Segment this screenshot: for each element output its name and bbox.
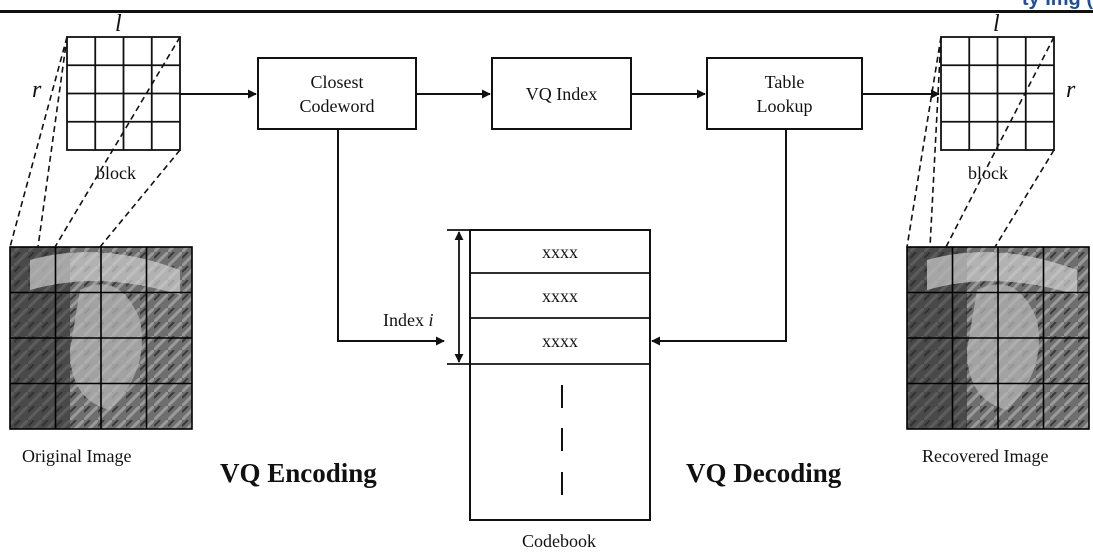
original-image-label: Original Image	[22, 446, 132, 466]
proj-right-1	[906, 36, 942, 248]
index-label: Index i	[383, 311, 434, 329]
block-left-dim-l: l	[115, 11, 122, 37]
table-lookup-label: Table Lookup	[707, 58, 862, 129]
proj-left-2	[37, 36, 68, 248]
codebook-entry-2-text: xxxx	[542, 285, 578, 306]
header-rule	[0, 10, 1093, 13]
original-image-grid	[9, 246, 193, 430]
right-projection-lines	[906, 36, 1055, 248]
proj-right-2	[929, 36, 942, 248]
proj-right-4	[994, 149, 1055, 248]
original-image-hat	[30, 252, 180, 295]
codebook-box	[469, 229, 651, 521]
recovered-image-grid	[906, 246, 1090, 430]
arrow-lookup-to-codebook	[651, 129, 787, 346]
arrow-closest-to-codebook	[337, 129, 445, 346]
header-right-text: ty Img (	[1022, 0, 1093, 11]
vq-decoding-title: VQ Decoding	[686, 458, 842, 488]
index-label-text: Index	[383, 310, 424, 330]
vq-index-box	[491, 57, 632, 130]
block-left-label: block	[96, 163, 136, 183]
proj-left-1	[9, 36, 68, 248]
table-lookup-line-1: Table	[764, 71, 805, 92]
block-right-grid	[940, 36, 1055, 151]
vq-index-text: VQ Index	[525, 83, 598, 104]
index-variable: i	[428, 310, 434, 330]
codebook-entry-1: xxxx	[470, 230, 650, 273]
block-left-dim-r: r	[32, 77, 42, 103]
recovered-image-label: Recovered Image	[922, 446, 1049, 466]
vq-index-label: VQ Index	[492, 58, 631, 129]
block-right-label: block	[968, 163, 1008, 183]
proj-left-3	[54, 36, 181, 248]
codebook-entry-3: xxxx	[470, 318, 650, 364]
block-left-grid	[66, 36, 181, 151]
table-lookup-line-2: Lookup	[756, 95, 813, 116]
original-image-face	[70, 284, 142, 410]
codebook-entry-2: xxxx	[470, 273, 650, 318]
recovered-image-group	[906, 246, 1090, 430]
left-projection-lines	[9, 36, 181, 248]
codebook-entry-3-text: xxxx	[542, 331, 578, 351]
closest-codeword-label: Closest Codeword	[258, 58, 416, 129]
original-image-group	[9, 246, 193, 430]
top-header-strip: ty Img (	[0, 0, 1093, 12]
vq-encoding-title: VQ Encoding	[220, 458, 377, 488]
codebook-label: Codebook	[522, 531, 596, 551]
flow-arrows	[180, 89, 940, 346]
block-right-dim-r: r	[1066, 77, 1076, 103]
proj-left-4	[99, 149, 181, 248]
block-right-dim-l: l	[993, 11, 1000, 37]
recovered-image-face	[967, 284, 1039, 410]
closest-codeword-line-2: Codeword	[299, 95, 375, 116]
recovered-image-hat	[927, 252, 1077, 295]
closest-codeword-line-1: Closest	[310, 71, 364, 92]
codebook-entry-1-text: xxxx	[542, 241, 578, 262]
